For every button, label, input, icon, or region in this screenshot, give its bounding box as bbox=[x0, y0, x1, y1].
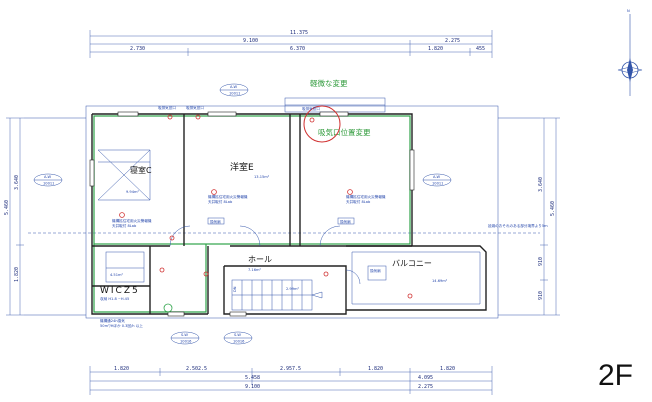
vent-label-b: 吸排気窓口 bbox=[186, 105, 204, 110]
stairs bbox=[231, 279, 323, 311]
wtag-8a: S-W bbox=[181, 333, 188, 337]
wtag-2a: A-W bbox=[44, 175, 52, 179]
dim-bottom-1a: 1.820 bbox=[114, 366, 129, 372]
dim-bottom-1e: 1.820 bbox=[440, 366, 455, 372]
room-western-area: 13.15m² bbox=[254, 175, 270, 179]
wtag-3a: A-W bbox=[433, 175, 441, 179]
detectors: 機構拡住宅用火災警報機 天井取付 8Lab 機構拡住宅用火災警報機 天井取付 8… bbox=[112, 189, 413, 299]
dim-bottom-3a: 9.100 bbox=[245, 384, 260, 390]
dim-right-2: 5.460 bbox=[550, 201, 556, 216]
detector-label-1: 機構拡住宅用火災警報機 bbox=[112, 218, 152, 223]
dim-right-4: 910 bbox=[538, 291, 544, 300]
wtag-9b: 10016 bbox=[233, 340, 245, 344]
stair-dn: DN bbox=[233, 286, 237, 292]
wtag-3b: 10011 bbox=[432, 182, 443, 186]
wic-note-2: 機構通24h換気 bbox=[100, 318, 125, 323]
wic-note-3: 50m³/Hほか 0.3回/h 以上 bbox=[100, 323, 143, 328]
room-western: 洋室E bbox=[230, 161, 254, 173]
dim-right-1: 3.640 bbox=[538, 177, 544, 192]
top-dimensions: 11.375 9.100 2.275 2.730 6.370 1.820 455 bbox=[89, 30, 493, 58]
balcony-box-label: 換気扇 bbox=[370, 268, 381, 273]
detector-label-2: 機構拡住宅用火災警報機 bbox=[208, 194, 248, 199]
vent-markers: 吸排気窓口 吸排気窓口 吸排気窓口 bbox=[158, 105, 320, 123]
dim-bottom-1d: 1.820 bbox=[368, 366, 383, 372]
detector-label-3b: 天井取付 8Lab bbox=[346, 199, 371, 204]
vent-label-a: 吸排気窓口 bbox=[158, 105, 176, 110]
detector-label-3: 機構拡住宅用火災警報機 bbox=[346, 194, 386, 199]
dim-left-2: 5.460 bbox=[4, 200, 10, 215]
wic-note: 収納 H1.8 ~H.45 bbox=[100, 296, 129, 301]
dim-top-2b: 6.370 bbox=[290, 46, 305, 52]
dim-top-2a: 2.730 bbox=[130, 46, 145, 52]
left-dimensions: 5.460 3.640 1.820 bbox=[4, 117, 24, 316]
compass-icon: N bbox=[617, 9, 643, 96]
ac-label-2: 換気扇 bbox=[340, 219, 351, 224]
room-hall-area: 7.16m² bbox=[248, 268, 262, 272]
wtag-1a: A-W bbox=[230, 85, 238, 89]
note-fire-boundary: 延焼のおそれのある部分境界より5m bbox=[488, 223, 548, 228]
dim-right-3: 910 bbox=[538, 257, 544, 266]
room-balcony-area: 14.69m² bbox=[432, 279, 448, 283]
room-bedroom: 寝室C bbox=[130, 165, 152, 175]
detector-label-1b: 天井取付 8Lab bbox=[112, 223, 137, 228]
window-tags: A-W 10011 A-W 10011 A-W 10011 S-W 10016 … bbox=[33, 83, 452, 345]
ac-label-1: 換気扇 bbox=[210, 219, 221, 224]
stair-area: 2.99m² bbox=[286, 287, 300, 291]
detector-label-2b: 天井取付 8Lab bbox=[208, 199, 233, 204]
dim-bottom-1c: 2.957.5 bbox=[280, 366, 301, 372]
dim-bottom-1b: 2.502.5 bbox=[186, 366, 207, 372]
compass-north: N bbox=[627, 9, 630, 13]
dim-bottom-2a: 5.458 bbox=[245, 375, 260, 381]
room-bedroom-area: 9.94m² bbox=[126, 190, 140, 194]
wtag-8b: 10016 bbox=[180, 340, 192, 344]
dim-top-2d: 455 bbox=[476, 46, 485, 52]
wic-shelves bbox=[105, 251, 173, 313]
outline bbox=[24, 105, 540, 319]
bed bbox=[97, 149, 151, 201]
note-vent-change: 吸気口位置変更 bbox=[318, 127, 371, 137]
room-hall: ホール bbox=[248, 255, 272, 264]
wtag-9a: S-W bbox=[234, 333, 241, 337]
wtag-2b: 10011 bbox=[43, 182, 54, 186]
bottom-dimensions: 1.820 2.502.5 2.957.5 1.820 1.820 5.458 … bbox=[89, 366, 493, 395]
dim-top-total: 11.375 bbox=[290, 30, 308, 36]
vent-label-c: 吸排気窓口 bbox=[302, 106, 320, 111]
room-wic: WICZ5 bbox=[100, 286, 140, 296]
note-minor-change: 軽微な変更 bbox=[310, 78, 348, 88]
dim-bottom-2b: 4.095 bbox=[418, 375, 433, 381]
dim-bottom-3b: 2.275 bbox=[418, 384, 433, 390]
change-circle bbox=[303, 105, 341, 143]
dim-left-3: 1.820 bbox=[14, 267, 20, 282]
dim-top-1: 9.100 bbox=[243, 38, 258, 44]
room-balcony: バルコニー bbox=[392, 259, 432, 268]
windows bbox=[89, 111, 415, 317]
dim-left-1: 3.640 bbox=[14, 175, 20, 190]
dim-top-2c: 1.820 bbox=[428, 46, 443, 52]
room-wic-area: 4.51m² bbox=[110, 273, 124, 277]
right-dimensions: 3.640 5.460 910 910 bbox=[538, 117, 560, 316]
equipment-boxes: 換気扇 換気扇 換気扇 収納 H1.8 ~H.45 機構通24h換気 50m³/… bbox=[100, 217, 387, 328]
walls bbox=[91, 97, 487, 315]
dim-top-1r: 2.275 bbox=[445, 38, 460, 44]
doors bbox=[169, 225, 361, 285]
floor-title: 2F bbox=[598, 359, 633, 392]
wtag-1b: 10011 bbox=[229, 92, 240, 96]
